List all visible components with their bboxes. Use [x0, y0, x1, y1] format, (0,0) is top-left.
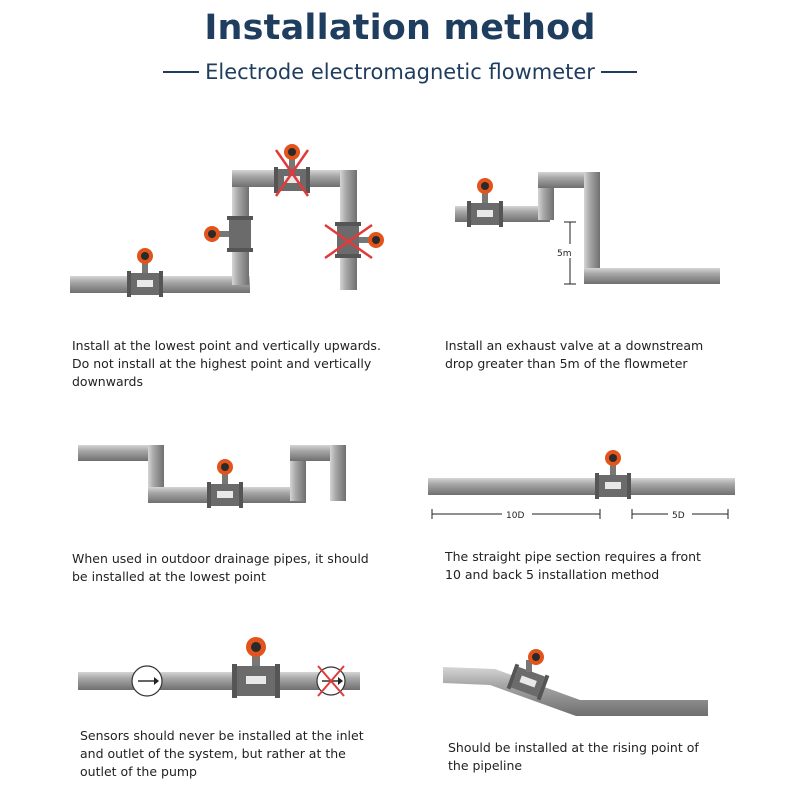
flowmeter-icon [204, 216, 253, 252]
panel-outdoor-drainage-diagram [78, 445, 346, 508]
flowmeter-icon [232, 637, 280, 698]
caption-exhaust-valve: Install an exhaust valve at a downstream… [445, 337, 765, 373]
flowmeter-icon [274, 144, 310, 193]
back-length-label: 5D [672, 511, 685, 521]
subtitle-right-rule [600, 71, 637, 73]
caption-line: drop greater than 5m of the flowmeter [445, 356, 688, 371]
drop-label: 5m [557, 249, 572, 259]
subtitle-row: Electrode electromagnetic flowmeter [0, 60, 800, 84]
pipe-segment [584, 268, 720, 284]
caption-line: Sensors should never be installed at the… [80, 728, 364, 743]
flowmeter-icon [207, 459, 243, 508]
flowmeter-icon [335, 222, 384, 258]
page-title: Installation method [204, 8, 596, 48]
caption-line: downwards [72, 374, 143, 389]
panel-exhaust-valve-diagram: 5m [455, 172, 720, 285]
caption-line: The straight pipe section requires a fro… [445, 549, 701, 564]
caption-rising-point: Should be installed at the rising point … [448, 739, 768, 775]
caption-line: the pipeline [448, 758, 523, 773]
flowmeter-icon [595, 450, 631, 499]
caption-line: Install an exhaust valve at a downstream [445, 338, 704, 353]
cross-icon [317, 665, 345, 697]
caption-lowest-point: Install at the lowest point and vertical… [72, 337, 402, 391]
caption-line: outlet of the pump [80, 764, 197, 779]
caption-line: When used in outdoor drainage pipes, it … [72, 551, 369, 566]
pipe-segment [78, 445, 162, 461]
flowmeter-icon [467, 178, 503, 227]
cross-icon [274, 149, 310, 197]
pipe-segment [584, 172, 600, 284]
caption-pump-outlet: Sensors should never be installed at the… [80, 727, 410, 781]
caption-line: and outlet of the system, but rather at … [80, 746, 346, 761]
flowmeter-icon [506, 663, 550, 701]
caption-line: Install at the lowest point and vertical… [72, 338, 381, 353]
panel-rising-point-diagram [443, 649, 708, 716]
caption-line: Should be installed at the rising point … [448, 740, 699, 755]
caption-line: be installed at the lowest point [72, 569, 266, 584]
panel-pump-outlet-diagram [78, 637, 360, 698]
pipe-segment [443, 667, 708, 716]
panel-straight-pipe-diagram: 10D 5D [428, 450, 735, 521]
pipe-segment [428, 478, 735, 495]
front-length-label: 10D [506, 511, 524, 521]
pipe-segment [330, 445, 346, 501]
panel-lowest-point-diagram [70, 144, 384, 297]
caption-outdoor-drainage: When used in outdoor drainage pipes, it … [72, 550, 402, 586]
flowmeter-icon [127, 248, 163, 297]
page-subtitle: Electrode electromagnetic flowmeter [205, 60, 595, 84]
caption-line: 10 and back 5 installation method [445, 567, 660, 582]
caption-straight-pipe: The straight pipe section requires a fro… [445, 548, 765, 584]
pump-icon [131, 665, 163, 697]
subtitle-left-rule [163, 71, 200, 73]
cross-icon [324, 223, 373, 260]
caption-line: Do not install at the highest point and … [72, 356, 372, 371]
